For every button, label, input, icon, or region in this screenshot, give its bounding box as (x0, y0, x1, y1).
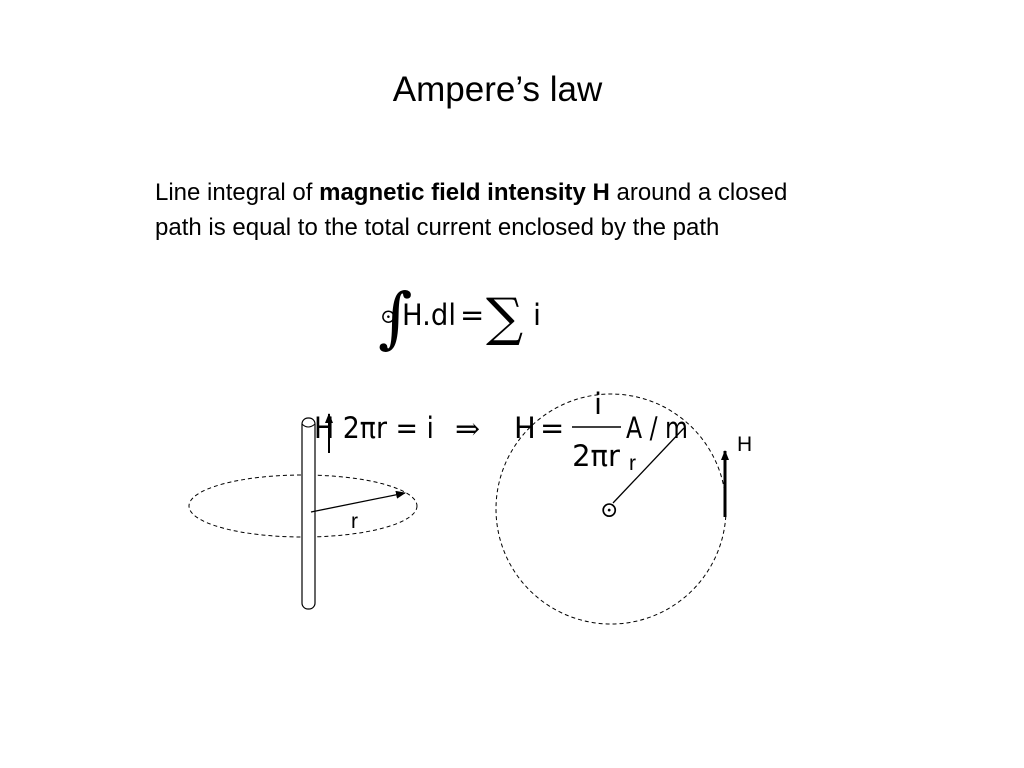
fraction-numerator: i (594, 387, 602, 421)
definition-text-end: around a closed path is equal to the tot… (155, 179, 788, 241)
summation-sign: ∑ (486, 288, 523, 348)
enclosed-current: i (533, 298, 541, 332)
current-out-of-page-icon: ⊙ (600, 498, 618, 523)
unit-label: A / m (626, 411, 688, 445)
current-wire (301, 417, 316, 610)
field-direction-label: H (737, 433, 752, 456)
circle-figure: r ⊙ H (495, 393, 752, 625)
amperian-loop (188, 474, 418, 538)
integral-sign: ∫ (378, 279, 412, 356)
result-equals-sign: = (540, 411, 564, 445)
integrand: H.dl (402, 298, 456, 332)
integral-equals-sign: = (460, 298, 484, 332)
circle-radius-label: r (629, 452, 636, 475)
definition-text: Line integral of magnetic field intensit… (155, 175, 825, 245)
fraction-denominator: 2πr (572, 439, 620, 473)
wire-radius-arrow (310, 490, 406, 513)
derived-equation: H 2πr = i ⇒ H = i 2πr A / m (314, 387, 688, 473)
circle-radius-line (612, 427, 685, 504)
definition-emphasis: magnetic field intensity H (319, 179, 610, 206)
implies-sign: ⇒ (455, 412, 480, 447)
definition-text-start: Line integral of (155, 179, 320, 206)
wire-back-edge (301, 423, 316, 428)
closed-loop-mark: ⊙ (380, 304, 397, 328)
circulation-expression: H 2πr = i (314, 411, 434, 445)
wire-radius-label: r (351, 510, 358, 533)
field-symbol: H (514, 411, 536, 445)
wire-figure: r (188, 413, 418, 610)
integral-equation: ∫ ⊙ H.dl = ∑ i (378, 279, 541, 356)
slide-title: Ampere’s law (392, 70, 603, 109)
